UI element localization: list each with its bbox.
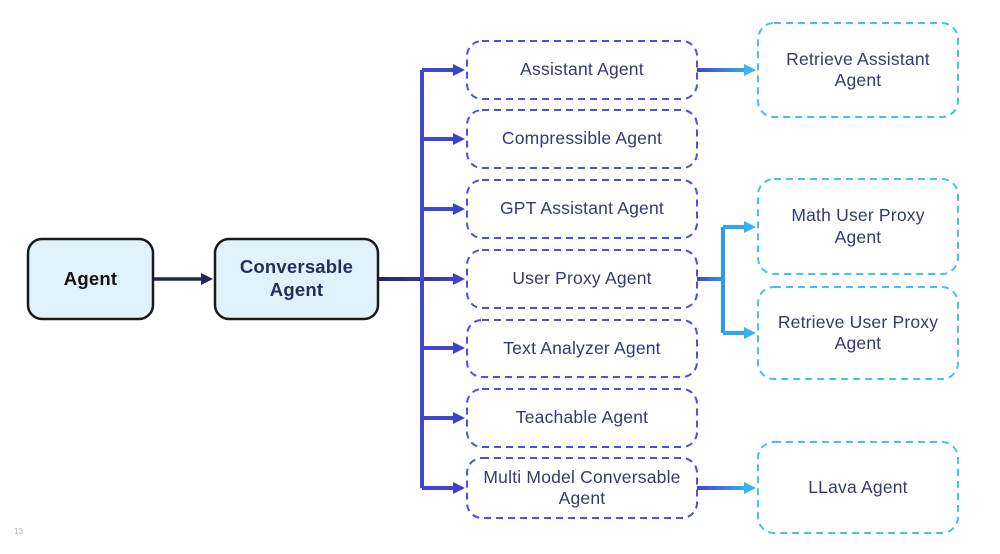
text-analyzer-agent-label: Text Analyzer Agent: [503, 337, 661, 358]
assistant-agent-label: Assistant Agent: [520, 59, 644, 80]
user-proxy-agent-box: [466, 249, 698, 309]
llava-agent-label: LLava Agent: [808, 476, 908, 497]
multi-model-conversable-agent-label: Multi Model Conversable Agent: [483, 466, 681, 508]
retrieve-assistant-agent-box: [757, 22, 959, 118]
conversable-agent-box: [213, 237, 380, 321]
retrieve-user-proxy-agent-label: Retrieve User Proxy Agent: [777, 311, 939, 353]
math-user-proxy-agent-label: Math User Proxy Agent: [791, 205, 925, 247]
agent-box: [26, 237, 155, 321]
multi-model-conversable-agent-box: [466, 457, 698, 519]
gpt-assistant-agent-box: [466, 179, 698, 239]
llava-agent-box: [757, 441, 959, 534]
teachable-agent-box: [466, 388, 698, 448]
assistant-agent-box: [466, 40, 698, 100]
page-number: 13: [14, 527, 23, 536]
retrieve-user-proxy-agent-box: [757, 286, 959, 380]
teachable-agent-label: Teachable Agent: [515, 407, 649, 428]
user-proxy-agent-label: User Proxy Agent: [512, 268, 652, 289]
retrieve-assistant-agent-label: Retrieve Assistant Agent: [786, 48, 930, 90]
gpt-assistant-agent-label: GPT Assistant Agent: [500, 198, 664, 219]
conversable-agent-label: Conversable Agent: [239, 256, 354, 300]
math-user-proxy-agent-box: [757, 178, 959, 275]
agent-label: Agent: [63, 267, 118, 289]
compressible-agent-box: [466, 109, 698, 169]
text-analyzer-agent-box: [466, 319, 698, 378]
compressible-agent-label: Compressible Agent: [501, 128, 663, 149]
